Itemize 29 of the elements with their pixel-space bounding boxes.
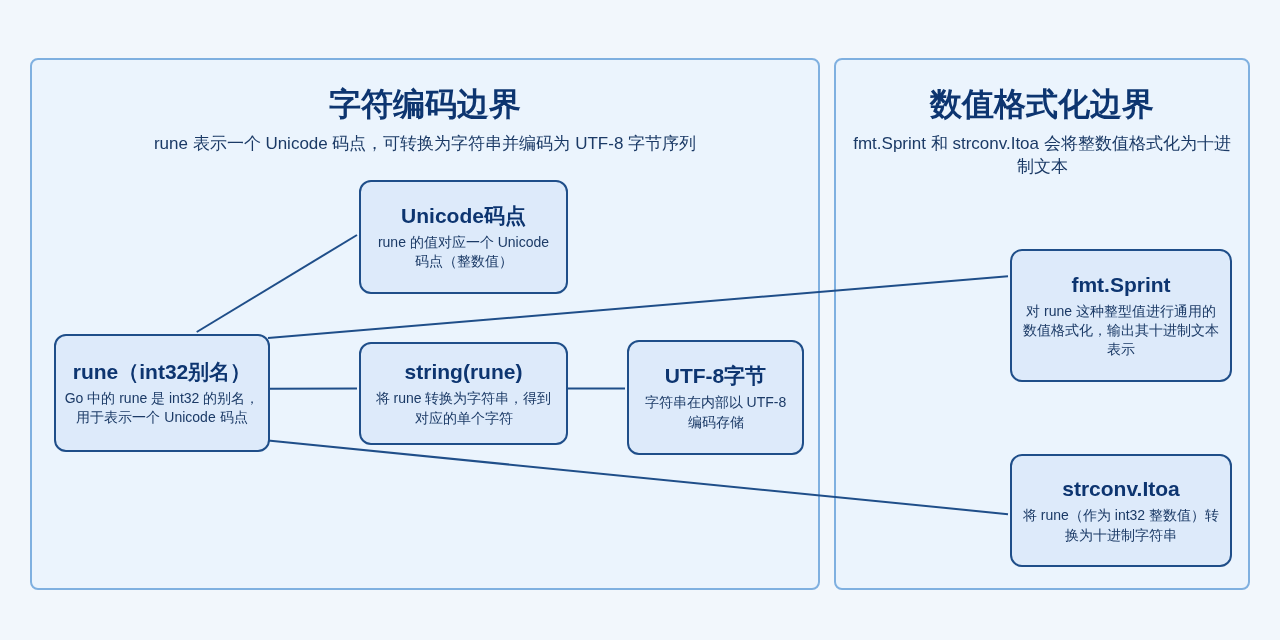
boundary-panel: [30, 58, 820, 590]
connector-line: [267, 439, 1009, 516]
connector-line: [565, 387, 626, 390]
concept-box: [1010, 249, 1232, 382]
box-description: 将 rune 转换为字符串，得到对应的单个字符: [374, 389, 553, 428]
box-description: 对 rune 这种整型值进行通用的数值格式化，输出其十进制文本表示: [1022, 301, 1220, 360]
panel-title: 数值格式化边界: [930, 85, 1154, 124]
box-title: fmt.Sprint: [1071, 271, 1171, 298]
box-title: strconv.Itoa: [1062, 476, 1180, 503]
concept-box: [1010, 454, 1232, 567]
box-title: string(rune): [404, 359, 523, 386]
concept-box: [54, 334, 270, 452]
panel-subtitle: rune 表示一个 Unicode 码点，可转换为字符串并编码为 UTF-8 字节序列: [152, 133, 698, 155]
box-title: Unicode码点: [401, 202, 526, 229]
connector-line: [267, 275, 1009, 339]
boundary-panel: [834, 58, 1250, 590]
concept-box: [627, 340, 804, 455]
panel-subtitle: fmt.Sprint 和 strconv.Itoa 会将整数值格式化为十进制文本: [852, 133, 1232, 179]
box-title: rune（int32别名）: [72, 358, 252, 385]
concept-box: [359, 342, 568, 445]
box-description: rune 的值对应一个 Unicode 码点（整数值）: [376, 232, 551, 272]
connector-line: [195, 234, 358, 333]
box-description: 将 rune（作为 int32 整数值）转换为十进制字符串: [1021, 506, 1221, 545]
box-title: UTF-8字节: [664, 363, 767, 390]
panel-title: 字符编码边界: [329, 85, 521, 124]
box-description: Go 中的 rune 是 int32 的别名，用于表示一个 Unicode 码点: [64, 388, 260, 428]
concept-box: [359, 180, 568, 294]
connector-line: [267, 387, 358, 390]
box-description: 字符串在内部以 UTF-8 编码存储: [643, 393, 788, 432]
